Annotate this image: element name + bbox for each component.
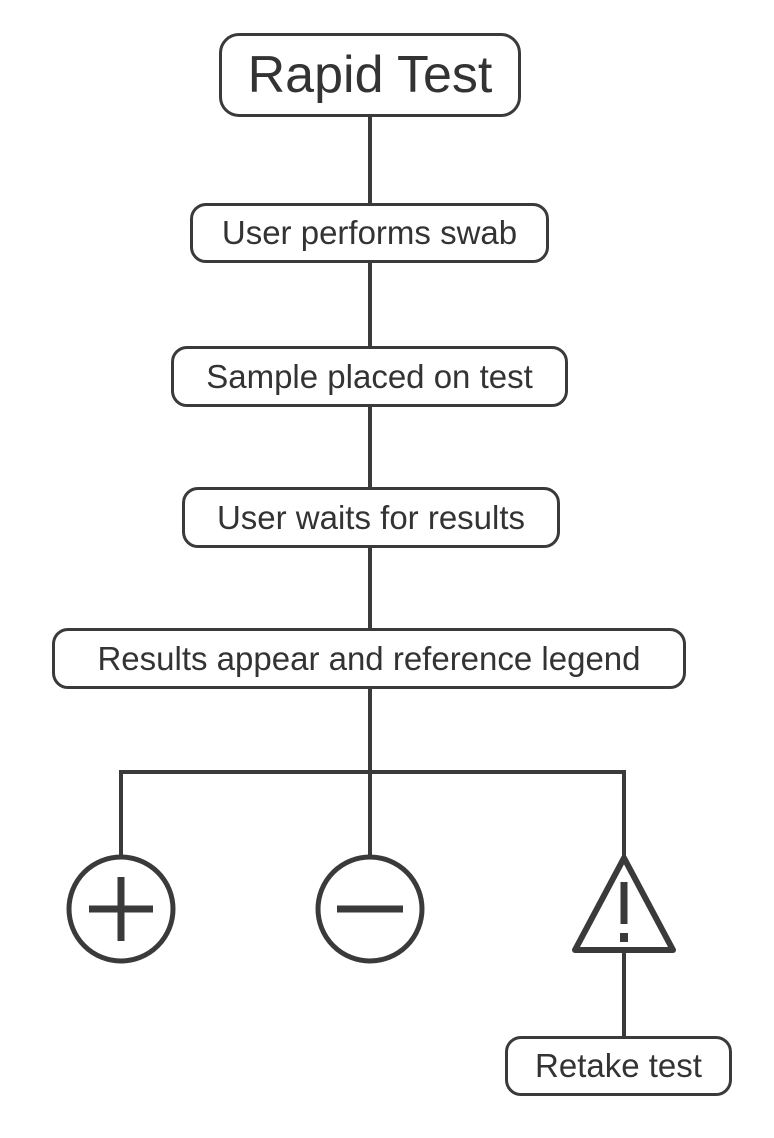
step-node-results-appear: Results appear and reference legend <box>52 628 686 689</box>
step-node-sample-placed-on-test: Sample placed on test <box>171 346 568 407</box>
minus-circle-icon <box>313 852 427 966</box>
title-node: Rapid Test <box>219 33 521 117</box>
step-node-user-performs-swab: User performs swab <box>190 203 549 263</box>
retake-test-node: Retake test <box>505 1036 732 1096</box>
step-node-user-waits-for-results: User waits for results <box>182 487 560 548</box>
plus-circle-icon <box>64 852 178 966</box>
warning-triangle-icon <box>569 852 679 956</box>
